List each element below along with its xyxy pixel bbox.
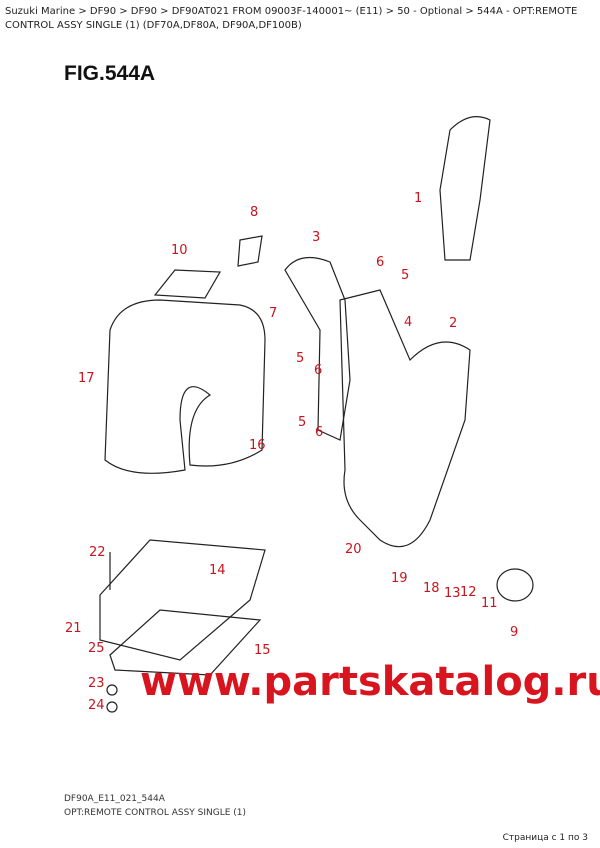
nut-part xyxy=(106,701,118,713)
lever-arm xyxy=(284,256,351,441)
part-label: 12 xyxy=(460,585,477,600)
part-label: 17 xyxy=(78,371,95,386)
part-label: 16 xyxy=(249,438,266,453)
part-label: 5 xyxy=(401,268,409,283)
part-label: 25 xyxy=(88,641,105,656)
control-body xyxy=(339,289,471,548)
part-label: 4 xyxy=(404,315,412,330)
figure-title: FIG.544A xyxy=(64,62,156,85)
diagram-subtitle: OPT:REMOTE CONTROL ASSY SINGLE (1) xyxy=(64,808,247,818)
part-label: 7 xyxy=(269,306,277,321)
part-label: 6 xyxy=(314,363,322,378)
part-label: 3 xyxy=(312,230,320,245)
part-label: 23 xyxy=(88,676,105,691)
part-label: 1 xyxy=(414,191,422,206)
part-label: 19 xyxy=(391,571,408,586)
clip-part xyxy=(237,235,263,267)
part-label: 21 xyxy=(65,621,82,636)
part-label: 10 xyxy=(171,243,188,258)
part-label: 5 xyxy=(298,415,306,430)
gasket-plate xyxy=(109,609,262,676)
breadcrumb: Suzuki Marine > DF90 > DF90 > DF90AT021 … xyxy=(5,6,578,31)
part-label: 9 xyxy=(510,625,518,640)
part-label: 22 xyxy=(89,545,106,560)
part-label: 8 xyxy=(250,205,258,220)
diagram-code: DF90A_E11_021_544A xyxy=(64,794,165,804)
part-label: 6 xyxy=(315,425,323,440)
part-label: 14 xyxy=(209,563,226,578)
part-label: 13 xyxy=(444,586,461,601)
part-label: 11 xyxy=(481,596,498,611)
plate-part xyxy=(153,269,222,299)
watermark: www.partskatalog.ru xyxy=(140,659,600,705)
part-label: 6 xyxy=(376,255,384,270)
part-label: 15 xyxy=(254,643,271,658)
cap-knob xyxy=(496,568,534,602)
cover-housing xyxy=(104,299,266,474)
base-bracket xyxy=(99,539,266,661)
washer-part xyxy=(106,684,118,696)
part-label: 18 xyxy=(423,581,440,596)
part-label: 24 xyxy=(88,698,105,713)
part-label: 20 xyxy=(345,542,362,557)
remote-handle xyxy=(439,116,491,261)
part-label: 2 xyxy=(449,316,457,331)
part-label: 5 xyxy=(296,351,304,366)
pagination: Страница с 1 по 3 xyxy=(502,833,588,843)
